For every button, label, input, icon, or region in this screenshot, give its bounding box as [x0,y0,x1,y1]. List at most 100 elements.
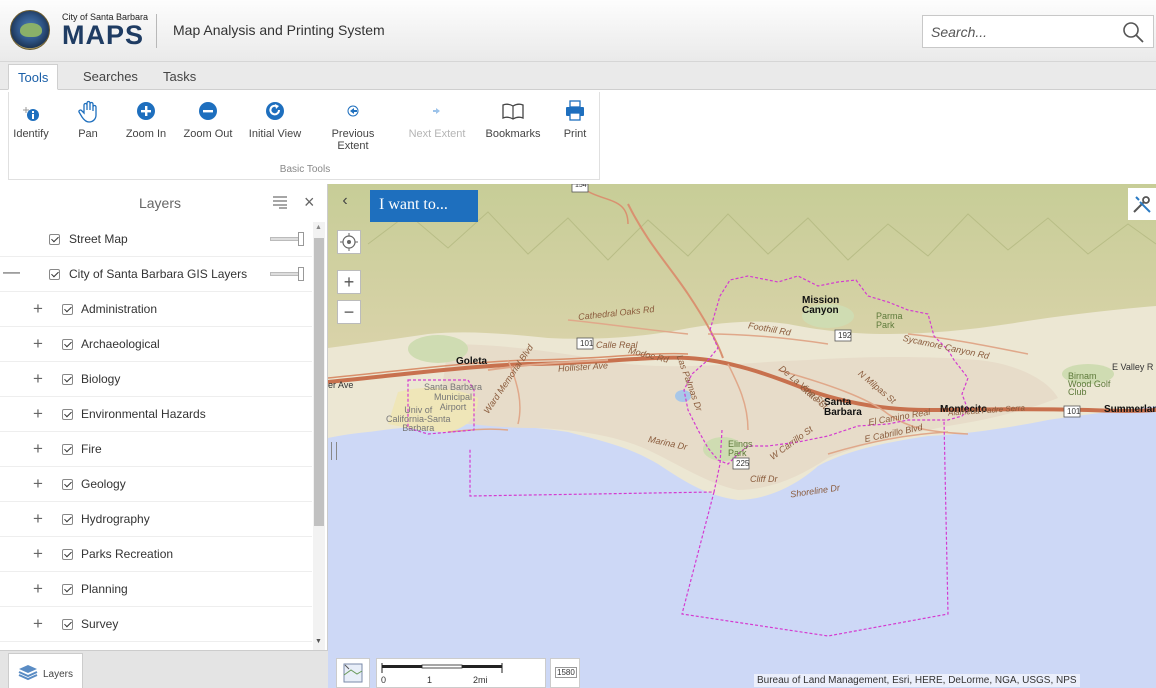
opacity-slider[interactable] [270,232,306,246]
i-want-to-button[interactable]: I want to... [370,190,478,222]
print-button[interactable]: Print [559,98,591,140]
layer-label: Biology [81,372,121,386]
expand-icon[interactable]: + [33,509,43,528]
layer-row-gis-layers: — City of Santa Barbara GIS Layers [0,257,312,292]
map-label-santa-barbara: Santa Barbara [824,397,862,418]
tab-searches[interactable]: Searches [83,69,138,84]
city-seal-logo[interactable] [10,10,50,50]
layers-bottom-tab[interactable]: Layers [8,653,83,688]
locate-button[interactable] [337,230,361,254]
toolbar: Identify Pan Zoom In Zoom Out [8,92,600,180]
printer-icon [566,100,584,121]
scroll-up-icon[interactable]: ▲ [315,224,322,231]
layers-panel: Layers × Street Map — City of Santa Barb… [0,184,328,650]
map-attribution: Bureau of Land Management, Esri, HERE, D… [754,674,1080,687]
map-zoom-in-button[interactable]: + [337,270,361,294]
opacity-slider[interactable] [270,267,306,281]
initial-view-label: Initial View [248,128,302,140]
header: City of Santa Barbara MAPS Map Analysis … [0,0,1156,62]
zoom-out-button[interactable]: Zoom Out [180,98,236,140]
minus-circle-icon [199,102,217,120]
logo-divider [156,14,157,48]
layer-checkbox[interactable] [62,304,73,315]
previous-extent-button[interactable]: Previous Extent [315,98,391,152]
layer-row: + Survey [0,607,312,642]
tab-bar: Tools Searches Tasks [0,62,1156,90]
map-tools-button[interactable] [1128,188,1156,220]
layer-row: + Environmental Hazards [0,397,312,432]
layer-row-street-map: Street Map [0,222,312,257]
panel-splitter-handle[interactable] [331,442,337,460]
logo-title: MAPS [62,20,145,50]
overview-map-icon [343,663,363,683]
tab-tasks[interactable]: Tasks [163,69,197,84]
layer-row: + Biology [0,362,312,397]
map-label-airport: Santa Barbara Municipal Airport [424,382,483,412]
layer-label: Fire [81,442,102,456]
identify-button[interactable]: Identify [13,98,49,140]
scale-label-2: 2mi [473,675,488,685]
map-shield-154: 154 [575,184,587,189]
layer-label: Parks Recreation [81,547,174,561]
map-zoom-out-button[interactable]: − [337,300,361,324]
layers-bottom-tab-label: Layers [43,669,74,680]
expand-icon[interactable]: + [33,474,43,493]
layer-row: + Geology [0,467,312,502]
expand-icon[interactable]: + [33,404,43,423]
layer-checkbox[interactable] [62,479,73,490]
tab-tools[interactable]: Tools [8,64,59,90]
zoom-in-button[interactable]: Zoom In [121,98,171,140]
zoom-out-label: Zoom Out [183,128,233,140]
layer-label: Survey [81,617,119,631]
layers-icon [18,665,38,681]
app-title: Map Analysis and Printing System [173,22,385,38]
layer-checkbox[interactable] [49,269,60,280]
layer-label: City of Santa Barbara GIS Layers [69,267,248,281]
close-icon[interactable]: × [304,192,315,212]
scale-label-1: 1 [427,675,433,685]
map-view[interactable]: Goleta Mission Canyon Santa Barbara Mont… [328,184,1156,688]
next-extent-button[interactable]: Next Extent [406,98,468,140]
print-label: Print [563,128,587,140]
scroll-down-icon[interactable]: ▼ [315,638,322,645]
layer-checkbox[interactable] [62,339,73,350]
expand-icon[interactable]: + [33,579,43,598]
layer-checkbox[interactable] [49,234,60,245]
layer-checkbox[interactable] [62,444,73,455]
layer-checkbox[interactable] [62,409,73,420]
map-shield-192: 192 [838,331,852,340]
map-label-elings-park: Elings Park [728,439,753,458]
list-menu-icon[interactable] [272,195,288,209]
expand-icon[interactable]: + [33,439,43,458]
expand-icon[interactable]: + [33,334,43,353]
initial-view-button[interactable]: Initial View [245,98,305,140]
layers-scrollbar[interactable]: ▲ ▼ [313,222,325,650]
search-input[interactable] [931,22,1111,42]
expand-icon[interactable]: + [33,614,43,633]
bookmarks-button[interactable]: Bookmarks [482,98,544,140]
panel-bottom-bar: Layers [0,650,328,688]
collapse-icon[interactable]: — [3,262,20,281]
map-label-cliff: Cliff Dr [750,474,778,484]
map-shield-225: 225 [736,459,750,468]
scale-box-label: 1580 [555,667,577,678]
layer-checkbox[interactable] [62,374,73,385]
layer-list: Street Map — City of Santa Barbara GIS L… [0,222,312,650]
expand-icon[interactable]: + [33,299,43,318]
scroll-thumb[interactable] [314,238,324,526]
layer-checkbox[interactable] [62,584,73,595]
layer-checkbox[interactable] [62,549,73,560]
layer-checkbox[interactable] [62,514,73,525]
expand-icon[interactable]: + [33,544,43,563]
layers-panel-header: Layers × [0,184,328,220]
layer-label: Environmental Hazards [81,407,206,421]
scale-input-button[interactable]: 1580 [550,658,580,688]
pan-button[interactable]: Pan [71,98,105,140]
search-icon[interactable] [1122,21,1144,43]
expand-icon[interactable]: + [33,369,43,388]
hand-icon [78,100,97,123]
overview-map-button[interactable] [336,658,370,688]
collapse-panel-button[interactable]: ‹ [342,192,348,209]
layer-checkbox[interactable] [62,619,73,630]
